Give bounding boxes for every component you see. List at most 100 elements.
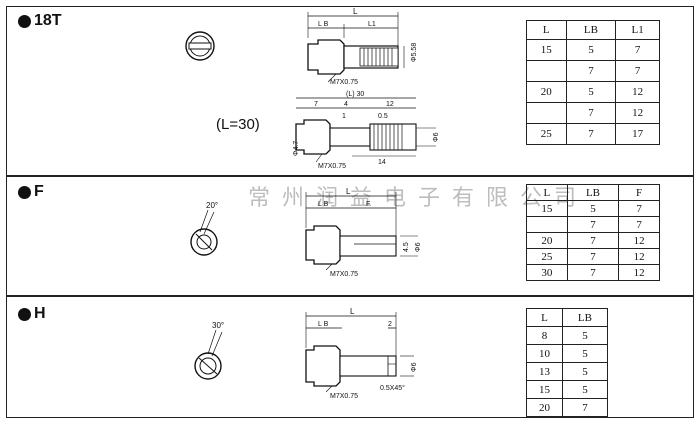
table-row: 15 5 7 <box>526 200 660 217</box>
table-cell: 7 <box>561 398 609 417</box>
dim-d6-label: Φ6 <box>433 132 440 142</box>
table-cell: 8 <box>526 326 563 345</box>
spec-table-f: L LB F 15 5 7 7 7 20 7 12 25 7 12 30 7 1… <box>526 184 660 281</box>
table-row: 15 5 7 <box>526 39 660 61</box>
table-cell: 7 <box>618 200 660 217</box>
table-cell: 13 <box>526 362 563 381</box>
table-row: 10 5 <box>526 344 609 363</box>
dim-dia-label: Φ5.58 <box>411 43 418 62</box>
table-cell: 5 <box>566 200 620 217</box>
section-title-f: F <box>18 183 44 201</box>
section-divider <box>6 175 694 177</box>
table-header: L1 <box>615 20 660 40</box>
table-cell: 7 <box>566 216 620 233</box>
drawing-frame <box>6 6 694 418</box>
table-header: L <box>526 308 563 327</box>
dim-d6-label: Φ6 <box>415 242 422 252</box>
dim-d6-label: Φ6 <box>411 362 418 372</box>
thread-label: M7X0.75 <box>318 163 346 170</box>
angle-label: 20° <box>206 201 218 210</box>
dim-total-label: (L) 30 <box>346 91 364 98</box>
dim-7-label: 7 <box>314 101 318 108</box>
section-title-label: H <box>34 305 46 322</box>
table-row: 7 12 <box>526 102 660 124</box>
table-cell: 20 <box>526 398 563 417</box>
table-cell: 5 <box>561 380 609 399</box>
angle-label: 30° <box>212 321 224 330</box>
table-cell: 30 <box>526 264 568 281</box>
table-cell: 7 <box>565 102 617 124</box>
thread-label: M7X0.75 <box>330 393 358 400</box>
table-cell: 7 <box>615 39 660 61</box>
table-row: 20 7 <box>526 398 609 417</box>
table-cell: 7 <box>565 123 617 145</box>
table-cell: 7 <box>615 60 660 82</box>
dim-12-label: 12 <box>386 101 394 108</box>
table-header: L <box>526 20 567 40</box>
dim-L1-label: L1 <box>368 21 376 28</box>
side-view-18t-upper: L L B L1 Φ5.58 M7X0.75 <box>307 7 418 86</box>
dim-F-label: F <box>366 201 370 208</box>
dim-47-label: Φ4.7 <box>293 141 300 156</box>
section-title-label: 18T <box>34 12 62 29</box>
table-cell: 5 <box>561 326 609 345</box>
dim-4-label: 4 <box>344 101 348 108</box>
table-cell: 5 <box>561 344 609 363</box>
table-cell: 15 <box>526 200 568 217</box>
table-cell: 25 <box>526 248 568 265</box>
dim-45-label: 4.5 <box>403 242 410 252</box>
table-cell: 12 <box>615 81 660 103</box>
front-view-h: 30° <box>194 321 224 380</box>
bullet-dot-icon <box>18 185 31 199</box>
table-row: 20 5 12 <box>526 81 660 103</box>
side-view-18t-lower: (L) 30 7 4 12 0.5 1 Φ6 14 Φ4.7 M7X0.75 <box>293 91 440 170</box>
section-title-18t: 18T <box>18 12 62 30</box>
table-cell: 5 <box>565 39 617 61</box>
front-view-18t <box>185 31 215 61</box>
dim-1-label: 1 <box>342 113 346 120</box>
table-cell: 7 <box>618 216 660 233</box>
side-view-f: L L B F 4.5 Φ6 M7X0.75 <box>305 187 422 278</box>
table-row: 8 5 <box>526 326 609 345</box>
table-cell: 12 <box>618 264 660 281</box>
section-divider <box>6 295 694 297</box>
thread-label: M7X0.75 <box>330 79 358 86</box>
table-row: 7 7 <box>526 60 660 82</box>
table-cell: 15 <box>526 39 567 61</box>
table-cell: 7 <box>565 60 617 82</box>
table-header: LB <box>566 184 620 201</box>
table-header: LB <box>565 20 617 40</box>
length-note: (L=30) <box>216 116 260 133</box>
dim-L-label: L <box>353 7 358 16</box>
section-title-label: F <box>34 183 44 200</box>
table-cell: 17 <box>615 123 660 145</box>
table-cell <box>526 60 567 82</box>
table-header: F <box>618 184 660 201</box>
table-row: 20 7 12 <box>526 232 660 249</box>
table-row: 13 5 <box>526 362 609 381</box>
bullet-dot-icon <box>18 14 31 28</box>
table-header: L <box>526 184 568 201</box>
dim-Lb-label: L B <box>318 201 329 208</box>
table-cell: 5 <box>561 362 609 381</box>
table-cell: 10 <box>526 344 563 363</box>
table-row: 25 7 17 <box>526 123 660 145</box>
table-cell <box>526 102 567 124</box>
watermark-text: 常州润益电子有限公司 <box>248 186 589 211</box>
dim-L-label: L <box>350 307 355 316</box>
dim-2-label: 2 <box>388 321 392 328</box>
table-cell: 25 <box>526 123 567 145</box>
spec-table-h: L LB 8 5 10 5 13 5 15 5 20 7 <box>526 308 609 417</box>
table-cell: 7 <box>566 264 620 281</box>
table-cell: 15 <box>526 380 563 399</box>
dim-L-label: L <box>346 187 351 196</box>
front-view-f: 20° <box>190 201 218 256</box>
table-cell: 20 <box>526 81 567 103</box>
bullet-dot-icon <box>18 307 31 321</box>
table-header: LB <box>561 308 609 327</box>
side-view-h: L L B 2 Φ6 0.5X45° M7X0.75 <box>305 307 418 400</box>
thread-label: M7X0.75 <box>330 271 358 278</box>
table-row: 15 5 <box>526 380 609 399</box>
dim-Lb-label: L B <box>318 321 329 328</box>
table-row: 25 7 12 <box>526 248 660 265</box>
